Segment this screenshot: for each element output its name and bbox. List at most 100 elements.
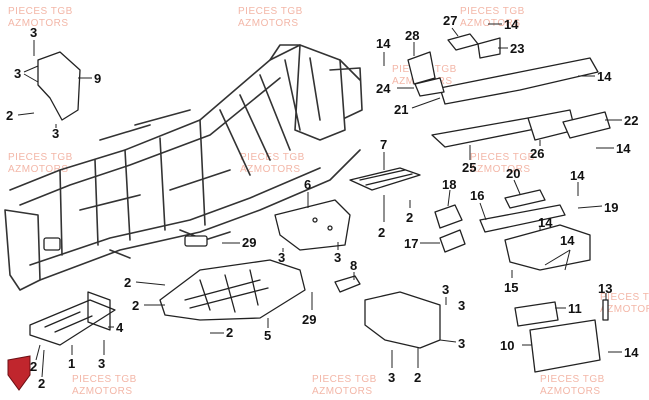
callout-3: 3 <box>388 370 395 385</box>
plate-part-10 <box>529 319 601 373</box>
callout-3: 3 <box>334 250 341 265</box>
callout-3: 3 <box>458 298 465 313</box>
callout-6: 6 <box>304 177 311 192</box>
frame-rear-box <box>294 44 346 141</box>
watermark-text: PIECES TGB <box>8 6 73 17</box>
watermark-text: AZMOTORS <box>600 304 649 315</box>
callout-4: 4 <box>116 320 124 335</box>
leader-line <box>439 339 457 343</box>
watermark-text: PIECES TGB <box>72 374 137 385</box>
callout-19: 19 <box>604 200 618 215</box>
callout-2: 2 <box>132 298 139 313</box>
bracket-part-4 <box>87 291 111 331</box>
bracket-part-9 <box>37 51 81 121</box>
leader-line <box>544 249 571 266</box>
callout-3: 3 <box>52 126 59 141</box>
brand-shield-logo-icon <box>7 355 31 391</box>
callout-3: 3 <box>442 282 449 297</box>
skid-plate-part-1 <box>29 299 116 346</box>
bar-part-16 <box>479 204 566 233</box>
chassis-frame <box>4 44 363 291</box>
callout-3: 3 <box>30 25 37 40</box>
frame-rear-struts <box>219 57 321 176</box>
leader-line <box>17 112 35 116</box>
tray-part-7 <box>349 167 421 191</box>
leader-line <box>577 205 603 209</box>
callout-25: 25 <box>462 160 476 175</box>
frame-mount-block <box>184 235 208 247</box>
hole <box>312 217 318 223</box>
callout-18: 18 <box>442 177 456 192</box>
frame-front-post <box>4 209 41 291</box>
watermark-text: PIECES TGB <box>240 152 305 163</box>
pad-part-18 <box>434 204 463 229</box>
watermark-text: PIECES TGB <box>8 152 73 163</box>
callout-24: 24 <box>376 81 391 96</box>
pad-part-17 <box>439 229 466 253</box>
frame-rear-upper <box>269 44 363 119</box>
frame-braces <box>79 109 231 211</box>
clip-part-20 <box>504 189 546 209</box>
callout-2: 2 <box>414 370 421 385</box>
callout-14: 14 <box>570 168 585 183</box>
watermark-text: PIECES TGB <box>238 6 303 17</box>
callout-2: 2 <box>30 359 37 374</box>
callout-22: 22 <box>624 113 638 128</box>
watermark-text: AZMOTORS <box>238 18 298 29</box>
leader-line <box>35 344 41 361</box>
hole <box>327 225 333 231</box>
leader-line <box>564 249 571 271</box>
callout-7: 7 <box>380 137 387 152</box>
bracket-part-23 <box>477 37 501 59</box>
leader-line <box>479 202 487 221</box>
panel-part-22 <box>562 111 611 139</box>
callout-14: 14 <box>504 17 519 32</box>
watermark-text: AZMOTORS <box>8 164 68 175</box>
panel-part-15 <box>504 224 591 271</box>
frame-cross-members <box>59 119 206 256</box>
panel-part-6 <box>274 199 351 251</box>
plate-part-24 <box>414 77 445 97</box>
watermark-text: AZMOTORS <box>470 164 530 175</box>
leader-line <box>513 179 521 195</box>
frame-lower-rail <box>39 149 361 281</box>
pin-part-13 <box>602 299 609 321</box>
frame-upper-rail <box>9 44 361 191</box>
callout-11: 11 <box>568 301 582 316</box>
leader-line <box>135 281 166 286</box>
bracket-part-8 <box>364 291 441 349</box>
skid-plate-ribs <box>44 311 93 333</box>
bracket-part-27 <box>447 33 479 51</box>
callout-14: 14 <box>538 215 553 230</box>
watermark-text: PIECES TGB <box>460 6 525 17</box>
callout-5: 5 <box>264 328 271 343</box>
guard-part-25 <box>431 117 541 148</box>
frame-upper-rail-inner <box>19 77 281 206</box>
callout-29: 29 <box>242 235 256 250</box>
callout-28: 28 <box>405 28 419 43</box>
callout-2: 2 <box>378 225 385 240</box>
clip-part <box>334 275 361 293</box>
callout-2: 2 <box>6 108 13 123</box>
callout-3: 3 <box>14 66 21 81</box>
frame-lower-rail-inner <box>29 167 321 266</box>
callout-17: 17 <box>404 236 418 251</box>
skid-plate-grid <box>184 269 269 313</box>
callout-15: 15 <box>504 280 518 295</box>
watermark-text: PIECES TGB <box>470 152 535 163</box>
callout-23: 23 <box>510 41 524 56</box>
callout-14: 14 <box>560 233 575 248</box>
callout-2: 2 <box>406 210 413 225</box>
leader-line <box>23 73 39 83</box>
callout-20: 20 <box>506 166 520 181</box>
callout-2: 2 <box>124 275 131 290</box>
leader-line <box>451 27 459 37</box>
watermark-text: AZMOTORS <box>72 386 132 397</box>
callout-14: 14 <box>624 345 639 360</box>
watermark-text: PIECES TGB <box>540 374 605 385</box>
watermark-text: PIECES TGB <box>312 374 377 385</box>
callout-16: 16 <box>470 188 484 203</box>
frame-mount-block <box>43 237 61 251</box>
skid-plate-part-5 <box>159 259 306 321</box>
